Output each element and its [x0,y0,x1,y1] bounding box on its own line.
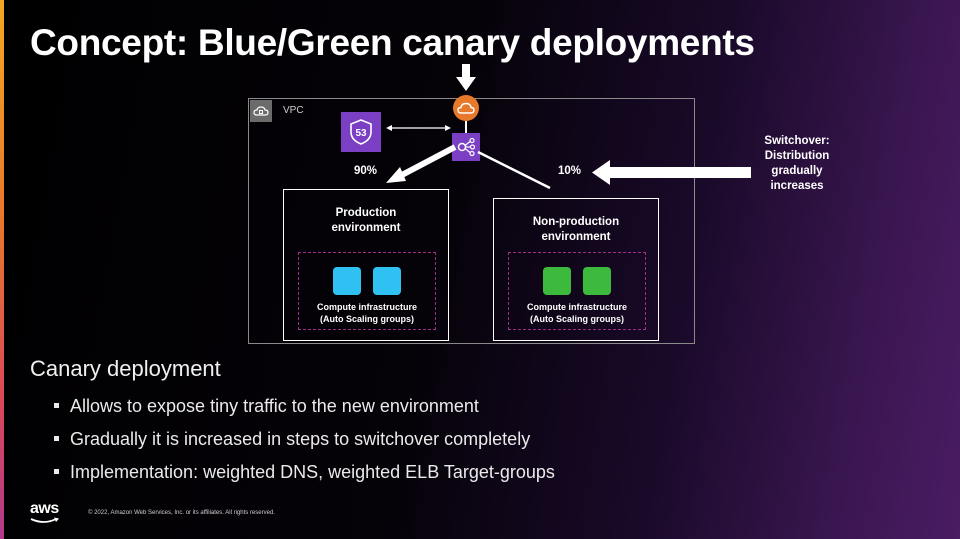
route53-label: 53 [355,128,367,139]
bullet-item: Gradually it is increased in steps to sw… [52,428,555,461]
non-production-environment: Non-production environment Compute infra… [493,198,659,341]
switchover-note: Switchover: Distribution gradually incre… [742,134,852,194]
non-production-traffic-line [477,150,551,190]
production-asg-label: Compute infrastructure (Auto Scaling gro… [299,301,435,325]
switchover-line4: increases [770,180,824,192]
non-production-asg-line1: Compute infrastructure [526,302,627,312]
production-environment: Production environment Compute infrastru… [283,189,449,341]
production-asg-line2: (Auto Scaling groups) [320,314,414,324]
non-production-instance [543,267,571,295]
production-asg: Compute infrastructure (Auto Scaling gro… [298,252,436,330]
production-asg-line1: Compute infrastructure [316,302,417,312]
production-title-line2: environment [331,222,401,234]
production-traffic-arrow [386,144,457,183]
non-production-asg-line2: (Auto Scaling groups) [530,314,624,324]
non-production-title-line2: environment [541,231,611,243]
accent-bar [0,0,4,539]
slide-title: Concept: Blue/Green canary deployments [30,22,755,63]
vpc-cloud-icon [250,100,272,122]
bullet-item: Allows to expose tiny traffic to the new… [52,395,555,428]
production-instance [333,267,361,295]
aws-logo: aws [30,500,59,523]
entry-arrow [456,64,476,91]
non-production-instance [583,267,611,295]
non-production-title: Non-production environment [494,215,658,245]
switchover-arrow [592,160,751,185]
aws-logo-text: aws [30,500,59,517]
production-title-line1: Production [335,207,397,219]
production-title: Production environment [284,206,448,236]
production-instance [373,267,401,295]
switchover-line1: Switchover: [764,135,830,147]
route53-icon: 53 [341,112,381,152]
non-production-percent: 10% [558,165,582,177]
route53-arrow [386,125,451,131]
switchover-line3: gradually [771,165,823,177]
bullet-list: Allows to expose tiny traffic to the new… [52,395,555,494]
vpc-label: VPC [283,105,304,116]
subheading: Canary deployment [30,356,221,381]
cloud-icon [453,95,479,121]
non-production-asg-label: Compute infrastructure (Auto Scaling gro… [509,301,645,325]
production-percent: 90% [354,165,378,177]
non-production-title-line1: Non-production [532,216,620,228]
bullet-item: Implementation: weighted DNS, weighted E… [52,461,555,494]
load-balancer-icon [452,133,480,161]
copyright: © 2022, Amazon Web Services, Inc. or its… [88,510,275,516]
non-production-asg: Compute infrastructure (Auto Scaling gro… [508,252,646,330]
switchover-line2: Distribution [764,150,830,162]
aws-smile-icon [30,517,59,523]
